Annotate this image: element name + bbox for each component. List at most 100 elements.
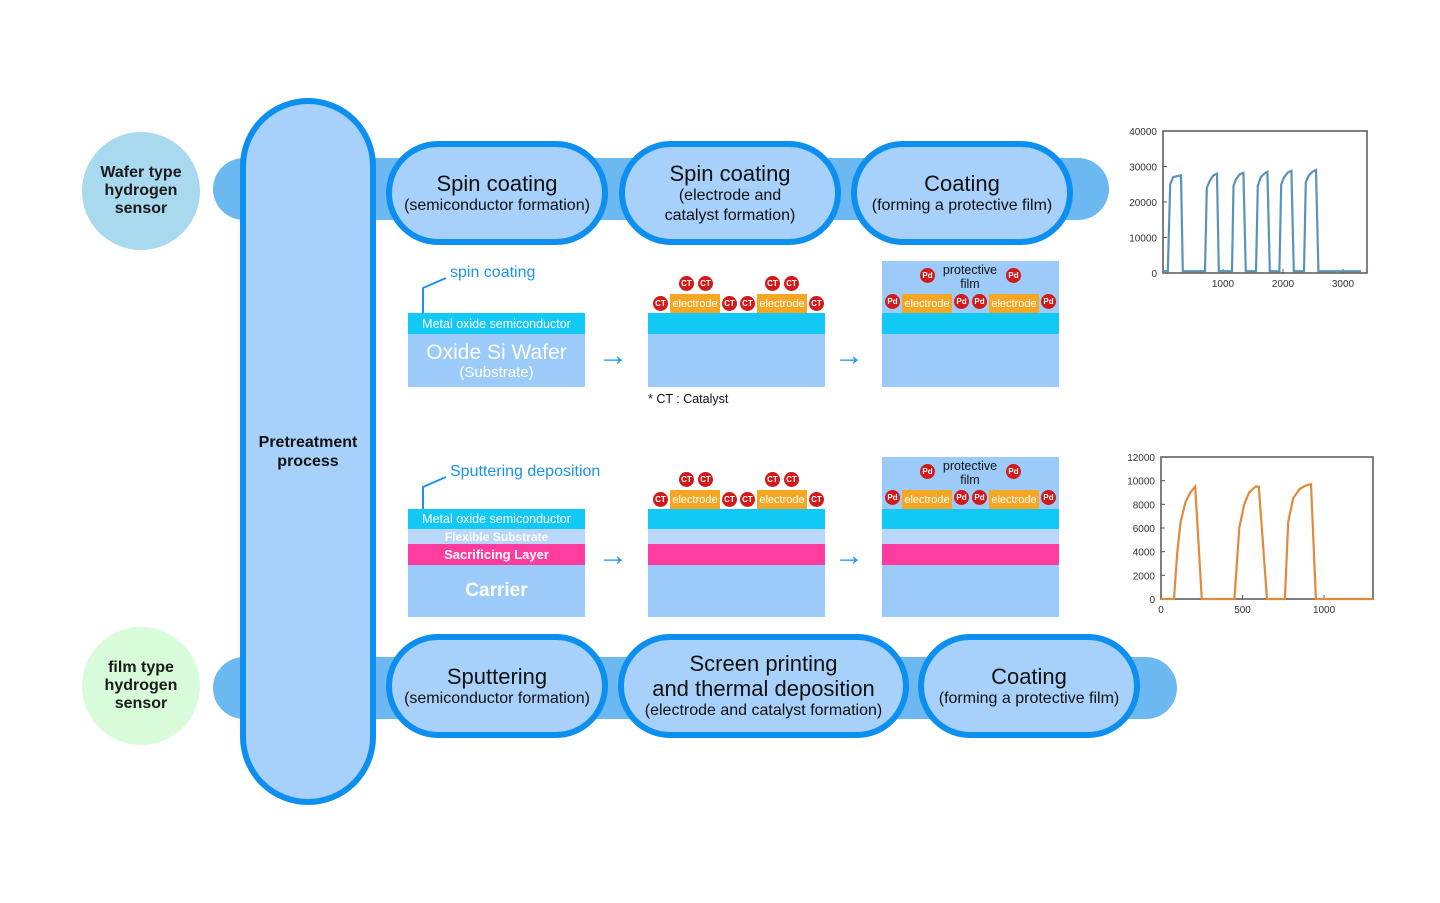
y-tick-label: 0 bbox=[1151, 269, 1157, 280]
catalyst-dot: CT bbox=[740, 492, 755, 507]
catalyst-dot: CT bbox=[653, 492, 668, 507]
y-tick-label: 0 bbox=[1149, 595, 1155, 606]
wafer-type-circle: Wafer type hydrogen sensor bbox=[82, 132, 200, 250]
pd-dot: Pd bbox=[885, 490, 900, 505]
y-tick-label: 20000 bbox=[1129, 198, 1157, 209]
step-subtitle: (forming a protective film) bbox=[938, 689, 1120, 707]
step-title: Spin coating bbox=[436, 170, 558, 196]
step-title: Spin coating bbox=[669, 160, 791, 186]
catalyst-footnote: * CT : Catalyst bbox=[648, 392, 729, 406]
catalyst-dot: CT bbox=[698, 276, 713, 291]
pd-dot: Pd bbox=[920, 464, 935, 479]
electrode-right: electrode bbox=[757, 294, 807, 313]
wafer-substrate-2 bbox=[648, 334, 825, 387]
pd-dot: Pd bbox=[954, 294, 969, 309]
wafer-annotation: spin coating bbox=[450, 264, 536, 281]
electrode-left: electrode bbox=[902, 294, 952, 313]
pretreatment-label: Pretreatment process bbox=[258, 433, 358, 470]
catalyst-dot: CT bbox=[679, 276, 694, 291]
catalyst-dot: CT bbox=[653, 296, 668, 311]
series-line bbox=[1161, 482, 1373, 601]
electrode-left: electrode bbox=[902, 490, 952, 509]
catalyst-dot: CT bbox=[722, 492, 737, 507]
y-tick-label: 10000 bbox=[1127, 477, 1155, 488]
arrow-icon: → bbox=[598, 339, 628, 372]
pd-dot: Pd bbox=[885, 294, 900, 309]
arrow-icon: → bbox=[834, 339, 864, 372]
wafer-step-2: Spin coating (electrode and catalyst for… bbox=[619, 141, 841, 245]
step-subtitle: (electrode and catalyst formation) bbox=[664, 186, 796, 224]
catalyst-dot: CT bbox=[784, 472, 799, 487]
sacrificing-layer-2 bbox=[648, 544, 825, 565]
wafer-oxide-layer-3 bbox=[882, 313, 1059, 334]
x-tick-label: 1000 bbox=[1313, 605, 1336, 616]
pd-dot: Pd bbox=[954, 490, 969, 505]
x-tick-label: 3000 bbox=[1332, 279, 1355, 290]
wafer-substrate-3 bbox=[882, 334, 1059, 387]
y-tick-label: 10000 bbox=[1129, 234, 1157, 245]
protective-film-label: protective film bbox=[942, 263, 998, 291]
catalyst-dot: CT bbox=[740, 296, 755, 311]
catalyst-dot: CT bbox=[698, 472, 713, 487]
arrow-icon: → bbox=[834, 539, 864, 572]
flexible-substrate-3 bbox=[882, 529, 1059, 544]
film-oxide-layer-3 bbox=[882, 509, 1059, 529]
film-annotation: Sputtering deposition bbox=[450, 463, 601, 480]
x-tick-label: 0 bbox=[1158, 605, 1164, 616]
y-tick-label: 6000 bbox=[1133, 524, 1156, 535]
pd-dot: Pd bbox=[1006, 268, 1021, 283]
flexible-substrate-2 bbox=[648, 529, 825, 544]
plot-frame bbox=[1162, 130, 1368, 274]
substrate-sub: (Substrate) bbox=[459, 363, 534, 381]
carrier-2 bbox=[648, 565, 825, 617]
film-annotation-leader bbox=[422, 476, 447, 513]
film-step-1: Sputtering (semiconductor formation) bbox=[386, 634, 608, 738]
step-subtitle: (electrode and catalyst formation) bbox=[644, 702, 883, 719]
substrate-title: Oxide Si Wafer bbox=[426, 340, 567, 364]
electrode-left: electrode bbox=[670, 294, 720, 313]
wafer-annotation-leader bbox=[422, 277, 447, 314]
flexible-substrate: Flexible Substrate bbox=[408, 529, 585, 544]
film-step-2: Screen printing and thermal deposition (… bbox=[618, 634, 909, 738]
wafer-substrate: Oxide Si Wafer (Substrate) bbox=[408, 334, 585, 387]
step-title: Coating bbox=[991, 663, 1067, 689]
x-tick-label: 500 bbox=[1234, 605, 1251, 616]
electrode-left: electrode bbox=[670, 490, 720, 509]
carrier: Carrier bbox=[408, 565, 585, 617]
pd-dot: Pd bbox=[972, 490, 987, 505]
pd-dot: Pd bbox=[1041, 490, 1056, 505]
arrow-icon: → bbox=[598, 539, 628, 572]
catalyst-dot: CT bbox=[765, 276, 780, 291]
catalyst-dot: CT bbox=[722, 296, 737, 311]
electrode-right: electrode bbox=[757, 490, 807, 509]
protective-film-label: protective film bbox=[942, 459, 998, 487]
pd-dot: Pd bbox=[920, 268, 935, 283]
wafer-step-1: Spin coating (semiconductor formation) bbox=[386, 141, 608, 245]
catalyst-dot: CT bbox=[784, 276, 799, 291]
wafer-oxide-layer: Metal oxide semiconductor bbox=[408, 313, 585, 334]
step-title: Coating bbox=[924, 170, 1000, 196]
x-tick-label: 1000 bbox=[1212, 279, 1235, 290]
plot-frame bbox=[1160, 456, 1374, 600]
step-subtitle: (semiconductor formation) bbox=[404, 196, 590, 214]
step-title: Sputtering bbox=[446, 663, 548, 689]
y-tick-label: 12000 bbox=[1127, 453, 1155, 464]
pd-dot: Pd bbox=[972, 294, 987, 309]
sacrificing-layer-3 bbox=[882, 544, 1059, 565]
catalyst-dot: CT bbox=[809, 492, 824, 507]
y-tick-label: 40000 bbox=[1129, 127, 1157, 138]
step-subtitle: (semiconductor formation) bbox=[404, 689, 590, 707]
film-step-3: Coating (forming a protective film) bbox=[918, 634, 1140, 738]
film-type-label: film type hydrogen sensor bbox=[104, 659, 178, 712]
sacrificing-layer: Sacrificing Layer bbox=[408, 544, 585, 565]
wafer-type-label: Wafer type hydrogen sensor bbox=[100, 164, 182, 217]
wafer-oxide-layer-2 bbox=[648, 313, 825, 334]
pretreatment-process: Pretreatment process bbox=[240, 98, 376, 805]
pd-dot: Pd bbox=[1041, 294, 1056, 309]
x-tick-label: 2000 bbox=[1272, 279, 1295, 290]
y-tick-label: 2000 bbox=[1133, 571, 1156, 582]
series-line bbox=[1163, 168, 1361, 273]
pd-dot: Pd bbox=[1006, 464, 1021, 479]
